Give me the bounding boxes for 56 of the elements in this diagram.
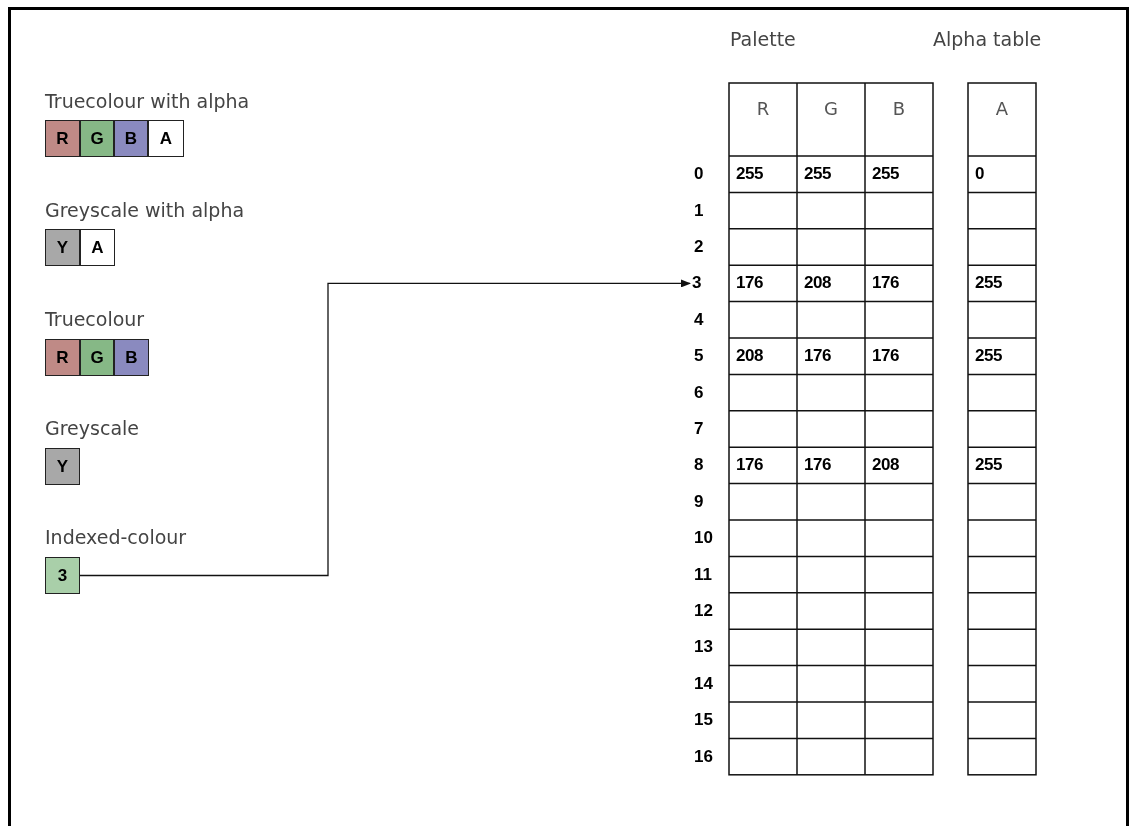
alpha-value: 255 [975, 345, 1002, 368]
heading: Greyscale with alpha [45, 198, 245, 223]
row-index: 6 [694, 381, 704, 404]
row-index: 10 [694, 527, 713, 550]
channel-box: B [114, 339, 149, 376]
row-index: 7 [694, 418, 704, 440]
heading: Indexed-colour [45, 525, 187, 550]
heading: Palette [730, 27, 796, 52]
channel-box: G [80, 339, 114, 376]
row-index: 13 [694, 636, 713, 659]
alpha-value: 255 [975, 454, 1002, 477]
channel-box: 3 [45, 557, 80, 594]
row-index: 4 [694, 308, 704, 331]
row-index: 9 [694, 490, 704, 513]
row-index: 15 [694, 709, 713, 732]
row-index: 16 [694, 745, 713, 768]
palette-value: 255 [872, 163, 899, 186]
row-index: 8 [694, 454, 704, 477]
row-index: 0 [694, 163, 704, 186]
palette-value: 176 [804, 345, 831, 368]
palette-value: 176 [872, 345, 899, 368]
channel-box: R [45, 339, 80, 376]
heading: Greyscale [45, 416, 139, 441]
arrow [79, 279, 691, 577]
palette-value: 176 [872, 272, 899, 295]
heading: Truecolour with alpha [45, 89, 250, 114]
channel-box: Y [45, 229, 80, 266]
row-index: 14 [694, 672, 713, 695]
channel-box: B [114, 120, 148, 157]
row-index: 5 [694, 345, 704, 368]
palette-value: 176 [736, 454, 763, 477]
palette-value: 176 [804, 454, 831, 477]
channel-box: G [80, 120, 114, 157]
row-index: 11 [694, 563, 712, 586]
column-header: B [891, 97, 907, 121]
palette-value: 208 [736, 345, 763, 368]
row-index: 3 [692, 265, 716, 302]
palette-value: 208 [872, 454, 899, 477]
palette-value: 255 [804, 163, 831, 186]
channel-box: A [80, 229, 115, 266]
palette-value: 176 [736, 272, 763, 295]
column-header: A [994, 97, 1010, 121]
channel-box: A [148, 120, 184, 157]
row-index: 12 [694, 600, 713, 622]
column-header: G [823, 97, 839, 121]
row-index: 1 [694, 199, 704, 222]
palette-value: 208 [804, 272, 831, 295]
heading: Alpha table [933, 27, 1042, 52]
alpha-value: 0 [975, 163, 984, 186]
column-header: R [755, 97, 771, 121]
palette-value: 255 [736, 163, 763, 186]
row-index: 2 [694, 236, 704, 258]
alpha-value: 255 [975, 272, 1002, 295]
heading: Truecolour [45, 307, 145, 332]
channel-box: Y [45, 448, 80, 485]
channel-box: R [45, 120, 80, 157]
